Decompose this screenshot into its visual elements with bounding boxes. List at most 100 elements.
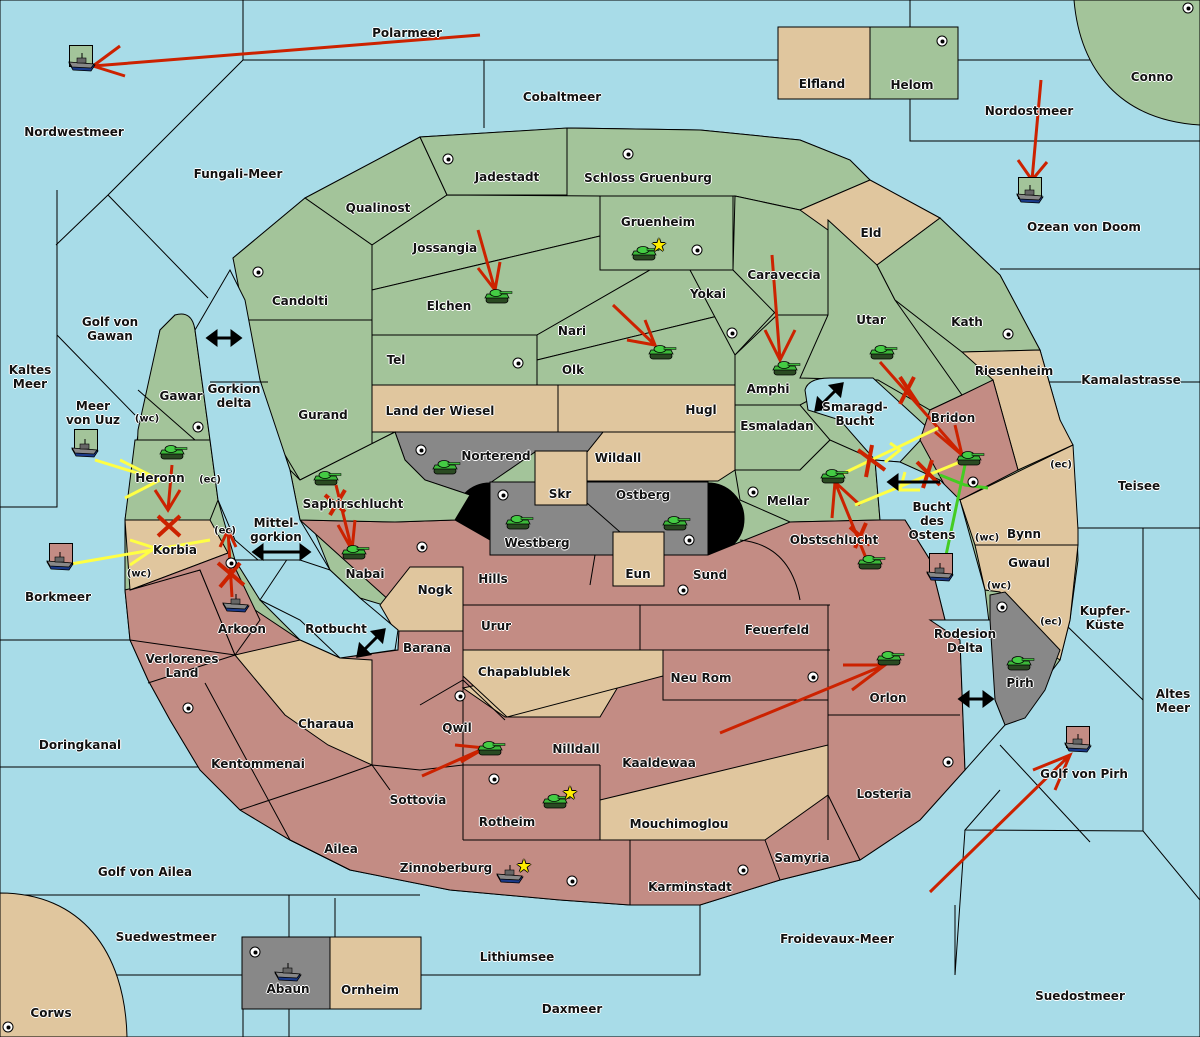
region-conno[interactable]	[1073, 0, 1200, 126]
label-skr[interactable]: Skr	[548, 487, 572, 501]
region-jadestadt[interactable]	[419, 127, 568, 196]
army-unit-icon[interactable]	[856, 553, 886, 575]
label-kaltes-meer[interactable]: Kaltes Meer	[8, 363, 52, 391]
label-kupfer-kueste[interactable]: Kupfer- Küste	[1079, 604, 1131, 632]
army-unit-icon[interactable]	[955, 449, 985, 471]
label-qualinost[interactable]: Qualinost	[345, 201, 411, 215]
fleet-unit-icon[interactable]	[1064, 733, 1092, 757]
label-riesenheim[interactable]: Riesenheim	[974, 364, 1054, 378]
label-helom[interactable]: Helom	[890, 78, 934, 92]
label-doringkanal[interactable]: Doringkanal	[38, 738, 122, 752]
label-neu-rom[interactable]: Neu Rom	[670, 671, 732, 685]
label-esmaladan[interactable]: Esmaladan	[740, 419, 814, 433]
label-ailea[interactable]: Ailea	[324, 842, 358, 856]
label-meer-von-uuz[interactable]: Meer von Uuz	[65, 399, 121, 427]
label-mouchimoglou[interactable]: Mouchimoglou	[629, 817, 729, 831]
label-golf-von-pirh[interactable]: Golf von Pirh	[1040, 767, 1128, 781]
label-suedwestmeer[interactable]: Suedwestmeer	[115, 930, 217, 944]
army-unit-icon[interactable]	[819, 467, 849, 489]
label-rotheim[interactable]: Rotheim	[478, 815, 536, 829]
label-saphirschlucht[interactable]: Saphirschlucht	[302, 497, 404, 511]
army-unit-icon[interactable]	[504, 513, 534, 535]
label-eld[interactable]: Eld	[860, 226, 882, 240]
region-jossangia[interactable]	[371, 194, 601, 291]
label-kamalastrasse[interactable]: Kamalastrasse	[1081, 373, 1181, 387]
region-eun[interactable]	[612, 531, 665, 587]
label-qwil[interactable]: Qwil	[442, 721, 472, 735]
label-cobaltmeer[interactable]: Cobaltmeer	[522, 90, 602, 104]
label-heronn[interactable]: Heronn	[135, 471, 185, 485]
region-bynn[interactable]	[959, 444, 1079, 546]
label-gawar[interactable]: Gawar	[159, 389, 203, 403]
label-suedostmeer[interactable]: Suedostmeer	[1035, 989, 1125, 1003]
label-samyria[interactable]: Samyria	[774, 851, 830, 865]
army-unit-icon[interactable]	[158, 443, 188, 465]
label-schloss-gruenburg[interactable]: Schloss Gruenburg	[584, 171, 712, 185]
label-borkmeer[interactable]: Borkmeer	[25, 590, 91, 604]
label-gurand[interactable]: Gurand	[298, 408, 348, 422]
army-unit-icon[interactable]	[1005, 654, 1035, 676]
army-unit-icon[interactable]	[483, 287, 513, 309]
fleet-unit-icon[interactable]	[274, 962, 302, 986]
army-unit-icon[interactable]	[431, 458, 461, 480]
label-ornheim[interactable]: Ornheim	[341, 983, 399, 997]
army-unit-icon[interactable]	[771, 359, 801, 381]
label-mittelgorkion[interactable]: Mittel- gorkion	[250, 516, 302, 544]
label-nilldall[interactable]: Nilldall	[552, 742, 600, 756]
label-tel[interactable]: Tel	[386, 353, 406, 367]
label-sund[interactable]: Sund	[692, 568, 728, 582]
label-karminstadt[interactable]: Karminstadt	[648, 880, 732, 894]
label-fungali-meer[interactable]: Fungali-Meer	[193, 167, 283, 181]
label-yokai[interactable]: Yokai	[689, 287, 727, 301]
region-bridon[interactable]	[919, 379, 1019, 501]
label-obstschlucht[interactable]: Obstschlucht	[789, 533, 879, 547]
label-ozean-von-doom[interactable]: Ozean von Doom	[1027, 220, 1141, 234]
label-golf-von-gawan[interactable]: Golf von Gawan	[81, 315, 139, 343]
label-gorkion-delta[interactable]: Gorkion delta	[207, 382, 261, 410]
label-pirh[interactable]: Pirh	[1006, 676, 1034, 690]
region-gruenheim[interactable]	[599, 195, 734, 271]
label-jossangia[interactable]: Jossangia	[412, 241, 478, 255]
army-unit-icon[interactable]	[661, 514, 691, 536]
label-nogk[interactable]: Nogk	[417, 583, 453, 597]
label-westberg[interactable]: Westberg	[504, 536, 570, 550]
label-feuerfeld[interactable]: Feuerfeld	[744, 623, 810, 637]
army-unit-icon[interactable]	[476, 739, 506, 761]
label-sottovia[interactable]: Sottovia	[389, 793, 447, 807]
label-candolti[interactable]: Candolti	[271, 294, 329, 308]
label-corws[interactable]: Corws	[30, 1006, 72, 1020]
label-olk[interactable]: Olk	[561, 363, 585, 377]
label-smaragd-bucht[interactable]: Smaragd- Bucht	[822, 400, 888, 428]
label-kentommenai[interactable]: Kentommenai	[211, 757, 305, 771]
label-rotbucht[interactable]: Rotbucht	[305, 622, 367, 636]
fleet-unit-icon[interactable]	[46, 551, 74, 575]
army-unit-icon[interactable]	[875, 649, 905, 671]
region-saphirschlucht[interactable]	[289, 431, 471, 523]
label-bynn[interactable]: Bynn	[1006, 527, 1042, 541]
label-lithiumsee[interactable]: Lithiumsee	[479, 950, 555, 964]
label-nari[interactable]: Nari	[557, 324, 587, 338]
fleet-unit-icon[interactable]	[1016, 184, 1044, 208]
army-unit-icon[interactable]	[541, 792, 571, 814]
label-froidevaux-meer[interactable]: Froidevaux-Meer	[780, 932, 894, 946]
label-wildall[interactable]: Wildall	[594, 451, 642, 465]
region-nogk[interactable]	[379, 566, 464, 632]
label-norterend[interactable]: Norterend	[461, 449, 531, 463]
fleet-unit-icon[interactable]	[71, 438, 99, 462]
army-unit-icon[interactable]	[312, 469, 342, 491]
fleet-unit-icon[interactable]	[222, 593, 250, 617]
army-unit-icon[interactable]	[340, 543, 370, 565]
label-polarmeer[interactable]: Polarmeer	[372, 26, 442, 40]
label-amphi[interactable]: Amphi	[746, 382, 790, 396]
label-losteria[interactable]: Losteria	[856, 787, 912, 801]
label-conno[interactable]: Conno	[1130, 70, 1174, 84]
region-gorkion-sea[interactable]	[194, 268, 332, 571]
fleet-unit-icon[interactable]	[68, 52, 96, 76]
label-verlorenes-land[interactable]: Verlorenes Land	[145, 652, 219, 680]
label-mellar[interactable]: Mellar	[766, 494, 810, 508]
label-abaun[interactable]: Abaun	[266, 982, 310, 996]
label-caraveccia[interactable]: Caraveccia	[747, 268, 821, 282]
label-arkoon[interactable]: Arkoon	[218, 622, 266, 636]
region-ornheim[interactable]	[329, 936, 422, 1010]
label-teisee[interactable]: Teisee	[1117, 479, 1161, 493]
